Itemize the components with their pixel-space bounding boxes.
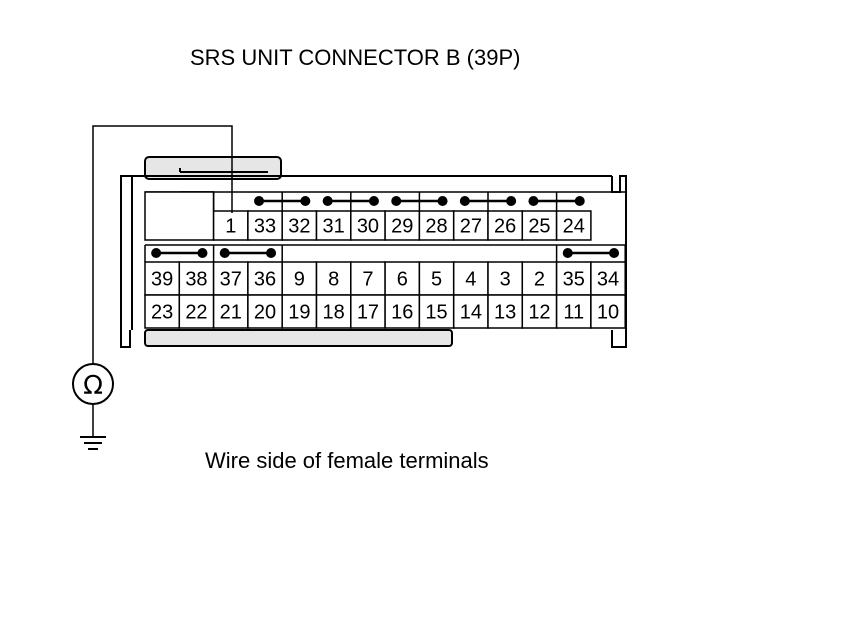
terminal-label: 37 — [220, 269, 242, 291]
terminal-label: 33 — [254, 216, 276, 238]
terminal-label: 26 — [494, 216, 516, 238]
terminal-label: 4 — [465, 269, 476, 291]
shorting-bars — [151, 196, 620, 258]
terminal-cell — [178, 294, 215, 329]
terminal-cell — [555, 261, 592, 296]
terminal-cell — [452, 294, 489, 329]
shorting-bar — [562, 248, 620, 258]
terminal-label: 30 — [357, 216, 379, 238]
terminal-cell — [487, 210, 524, 241]
terminal-label: 15 — [425, 302, 447, 324]
diagram-title: SRS UNIT CONNECTOR B (39P) — [190, 45, 521, 70]
terminal-label: 28 — [425, 216, 447, 238]
terminal-label: 18 — [323, 302, 345, 324]
terminal-cell — [418, 210, 455, 241]
terminal-cell — [247, 261, 283, 296]
terminal-cell — [521, 210, 558, 241]
terminal-label: 10 — [597, 302, 619, 324]
terminal-label: 5 — [431, 269, 442, 291]
shorting-bar — [322, 196, 379, 206]
diagram-caption: Wire side of female terminals — [205, 448, 489, 473]
terminal-cell — [555, 210, 592, 241]
terminal-cell — [384, 294, 421, 329]
terminal-label: 1 — [225, 216, 236, 238]
terminal-cell — [281, 210, 318, 241]
shorting-bar — [254, 196, 311, 206]
terminal-cell — [452, 210, 489, 241]
terminal-label: 39 — [151, 269, 173, 291]
terminal-cell — [487, 294, 524, 329]
shorting-bar — [151, 248, 208, 258]
terminal-label: 38 — [185, 269, 207, 291]
terminal-label: 8 — [328, 269, 339, 291]
svg-text:Ω: Ω — [83, 371, 103, 401]
terminal-label: 16 — [391, 302, 413, 324]
terminal-label: 17 — [357, 302, 379, 324]
terminal-label: 23 — [151, 302, 173, 324]
terminal-label: 24 — [563, 216, 585, 238]
terminal-label: 13 — [494, 302, 516, 324]
terminal-cell — [212, 210, 249, 241]
terminal-cell — [555, 294, 592, 329]
shorting-bar — [391, 196, 448, 206]
terminal-label: 29 — [391, 216, 413, 238]
terminal-cell — [384, 261, 421, 296]
terminal-label: 19 — [288, 302, 310, 324]
shorting-bar — [219, 248, 277, 258]
terminal-label: 9 — [294, 269, 305, 291]
terminal-label: 34 — [597, 269, 619, 291]
terminal-label: 22 — [185, 302, 207, 324]
shorting-bar — [459, 196, 517, 206]
terminal-label: 36 — [254, 269, 276, 291]
terminal-cell — [350, 294, 386, 329]
terminal-cell — [590, 261, 626, 296]
probe-lead — [92, 125, 233, 366]
terminal-label: 2 — [534, 269, 545, 291]
ground-icon — [80, 436, 106, 450]
terminal-label: 31 — [323, 216, 345, 238]
terminal-label: 3 — [500, 269, 511, 291]
blank-cell — [144, 191, 215, 241]
terminal-label: 21 — [220, 302, 242, 324]
terminal-cell — [144, 294, 181, 329]
terminal-cell — [590, 294, 626, 329]
terminal-label: 12 — [528, 302, 550, 324]
terminal-cell — [281, 261, 318, 296]
terminal-label: 25 — [528, 216, 550, 238]
terminal-label: 6 — [397, 269, 408, 291]
terminal-cell — [452, 261, 489, 296]
terminal-label: 7 — [362, 269, 373, 291]
terminal-label: 35 — [563, 269, 585, 291]
terminal-label: 27 — [460, 216, 482, 238]
terminal-label: 20 — [254, 302, 276, 324]
terminal-label: 14 — [460, 302, 482, 324]
terminal-cell — [418, 294, 455, 329]
shorting-bar — [528, 196, 585, 206]
ohmmeter-icon: Ω — [72, 363, 114, 405]
terminal-label: 32 — [288, 216, 310, 238]
terminal-label: 11 — [563, 302, 584, 324]
